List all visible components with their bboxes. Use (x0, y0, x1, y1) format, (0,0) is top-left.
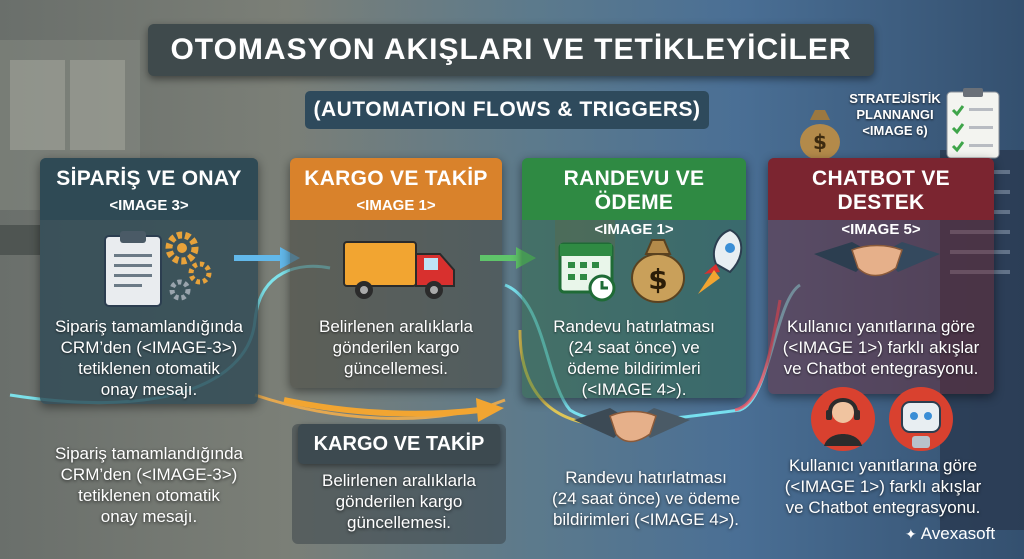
clipboard-icon (104, 231, 162, 307)
money-bag-icon: $ (800, 110, 840, 160)
handshake-icon (814, 242, 940, 277)
description-line: tetiklenen otomatik (78, 486, 220, 505)
description-line: ve Chatbot entegrasyonu. (783, 359, 979, 378)
description-line: ödeme bildirimleri (567, 359, 701, 378)
card-tag: <IMAGE 1> (594, 221, 674, 238)
description-line: Sipariş tamamlandığında (54, 444, 244, 463)
lower-description-chatbot: Kullanıcı yanıtlarına göre (<IMAGE 1>) f… (768, 455, 998, 518)
strategy-line-1: STRATEJİSTİK (849, 91, 941, 106)
logo-text: Avexasoft (920, 524, 996, 543)
logo-mark-icon: ✦ (905, 526, 917, 542)
card-header: CHATBOT VE DESTEK <IMAGE 5> (768, 158, 994, 238)
description-line: Belirlenen aralıklarla (318, 317, 474, 336)
card-description: Belirlenen aralıklarla gönderilen kargo … (290, 316, 502, 379)
description-line: güncellemesi. (347, 513, 451, 532)
checklist-icon (946, 88, 1000, 159)
card-chatbot-support: CHATBOT VE DESTEK <IMAGE 5> (768, 158, 994, 394)
gear-icon (165, 231, 212, 301)
lower-description-order: Sipariş tamamlandığında CRM’den (<IMAGE-… (36, 443, 262, 527)
description-line: Kullanıcı yanıtlarına göre (788, 456, 978, 475)
handshake-icon (574, 408, 690, 443)
description-line: Randevu hatırlatması (553, 317, 715, 336)
description-line: gönderilen kargo (332, 338, 460, 357)
lower-card-title: KARGO VE TAKİP (298, 424, 500, 464)
subtitle: (AUTOMATION FLOWS & TRIGGERS) (305, 91, 709, 129)
description-line: Kullanıcı yanıtlarına göre (786, 317, 976, 336)
description-line: onay mesajı. (100, 507, 198, 526)
brand-logo: ✦Avexasoft (905, 524, 995, 544)
description-line: CRM’den (<IMAGE-3>) (60, 465, 238, 484)
description-line: güncellemesi. (344, 359, 448, 378)
card-title: KARGO VE TAKİP (304, 167, 488, 190)
rocket-icon (698, 228, 743, 294)
description-line: onay mesajı. (100, 380, 198, 399)
description-line: (<IMAGE 1>) farklı akışlar (782, 338, 980, 357)
description-line: CRM’den (<IMAGE-3>) (60, 338, 238, 357)
description-line: (<IMAGE 1>) farklı akışlar (784, 477, 982, 496)
lower-description-shipping: Belirlenen aralıklarla gönderilen kargo … (292, 470, 506, 533)
strategy-note: STRATEJİSTİK PLANNANGI <IMAGE 6) (838, 91, 952, 139)
calendar-icon (558, 242, 616, 302)
card-header: RANDEVU VE ÖDEME <IMAGE 1> (522, 158, 746, 238)
lower-description-appointment: Randevu hatırlatması (24 saat önce) ve ö… (528, 467, 764, 530)
description-line: (24 saat önce) ve (568, 338, 700, 357)
description-line: (<IMAGE 4>). (581, 380, 687, 399)
card-title: RANDEVU VE ÖDEME (563, 167, 705, 214)
svg-text:$: $ (648, 263, 667, 296)
card-description: Randevu hatırlatması (24 saat önce) ve ö… (522, 316, 746, 400)
description-line: gönderilen kargo (335, 492, 463, 511)
description-line: Belirlenen aralıklarla (321, 471, 477, 490)
robot-icon (889, 387, 953, 451)
money-bag-icon: $ (631, 239, 685, 303)
description-line: bildirimleri (<IMAGE 4>). (552, 510, 740, 529)
strategy-line-3: <IMAGE 6) (862, 123, 928, 138)
card-tag: <IMAGE 5> (841, 221, 921, 238)
card-description: Sipariş tamamlandığında CRM’den (<IMAGE-… (42, 316, 256, 400)
description-line: tetiklenen otomatik (78, 359, 220, 378)
card-shipping-tracking: KARGO VE TAKİP <IMAGE 1> (290, 158, 502, 388)
svg-text:$: $ (813, 130, 827, 154)
strategy-line-2: PLANNANGI (856, 107, 934, 122)
card-header: KARGO VE TAKİP <IMAGE 1> (290, 158, 502, 220)
flow-arrow (480, 247, 536, 269)
description-line: Sipariş tamamlandığında (54, 317, 244, 336)
main-title: OTOMASYON AKIŞLARI VE TETİKLEYİCİLER (148, 24, 874, 76)
support-agent-icon (811, 387, 875, 451)
card-description: Kullanıcı yanıtlarına göre (<IMAGE 1>) f… (768, 316, 994, 379)
description-line: Randevu hatırlatması (565, 468, 727, 487)
card-header: SİPARİŞ VE ONAY <IMAGE 3> (40, 158, 258, 220)
description-line: (24 saat önce) ve ödeme (551, 489, 741, 508)
flow-arrow (283, 397, 504, 422)
truck-icon (343, 241, 455, 299)
description-line: ve Chatbot entegrasyonu. (785, 498, 981, 517)
card-tag: <IMAGE 1> (356, 197, 436, 214)
card-tag: <IMAGE 3> (109, 197, 189, 214)
card-title: CHATBOT VE DESTEK (812, 167, 950, 214)
card-title: SİPARİŞ VE ONAY (56, 167, 242, 190)
